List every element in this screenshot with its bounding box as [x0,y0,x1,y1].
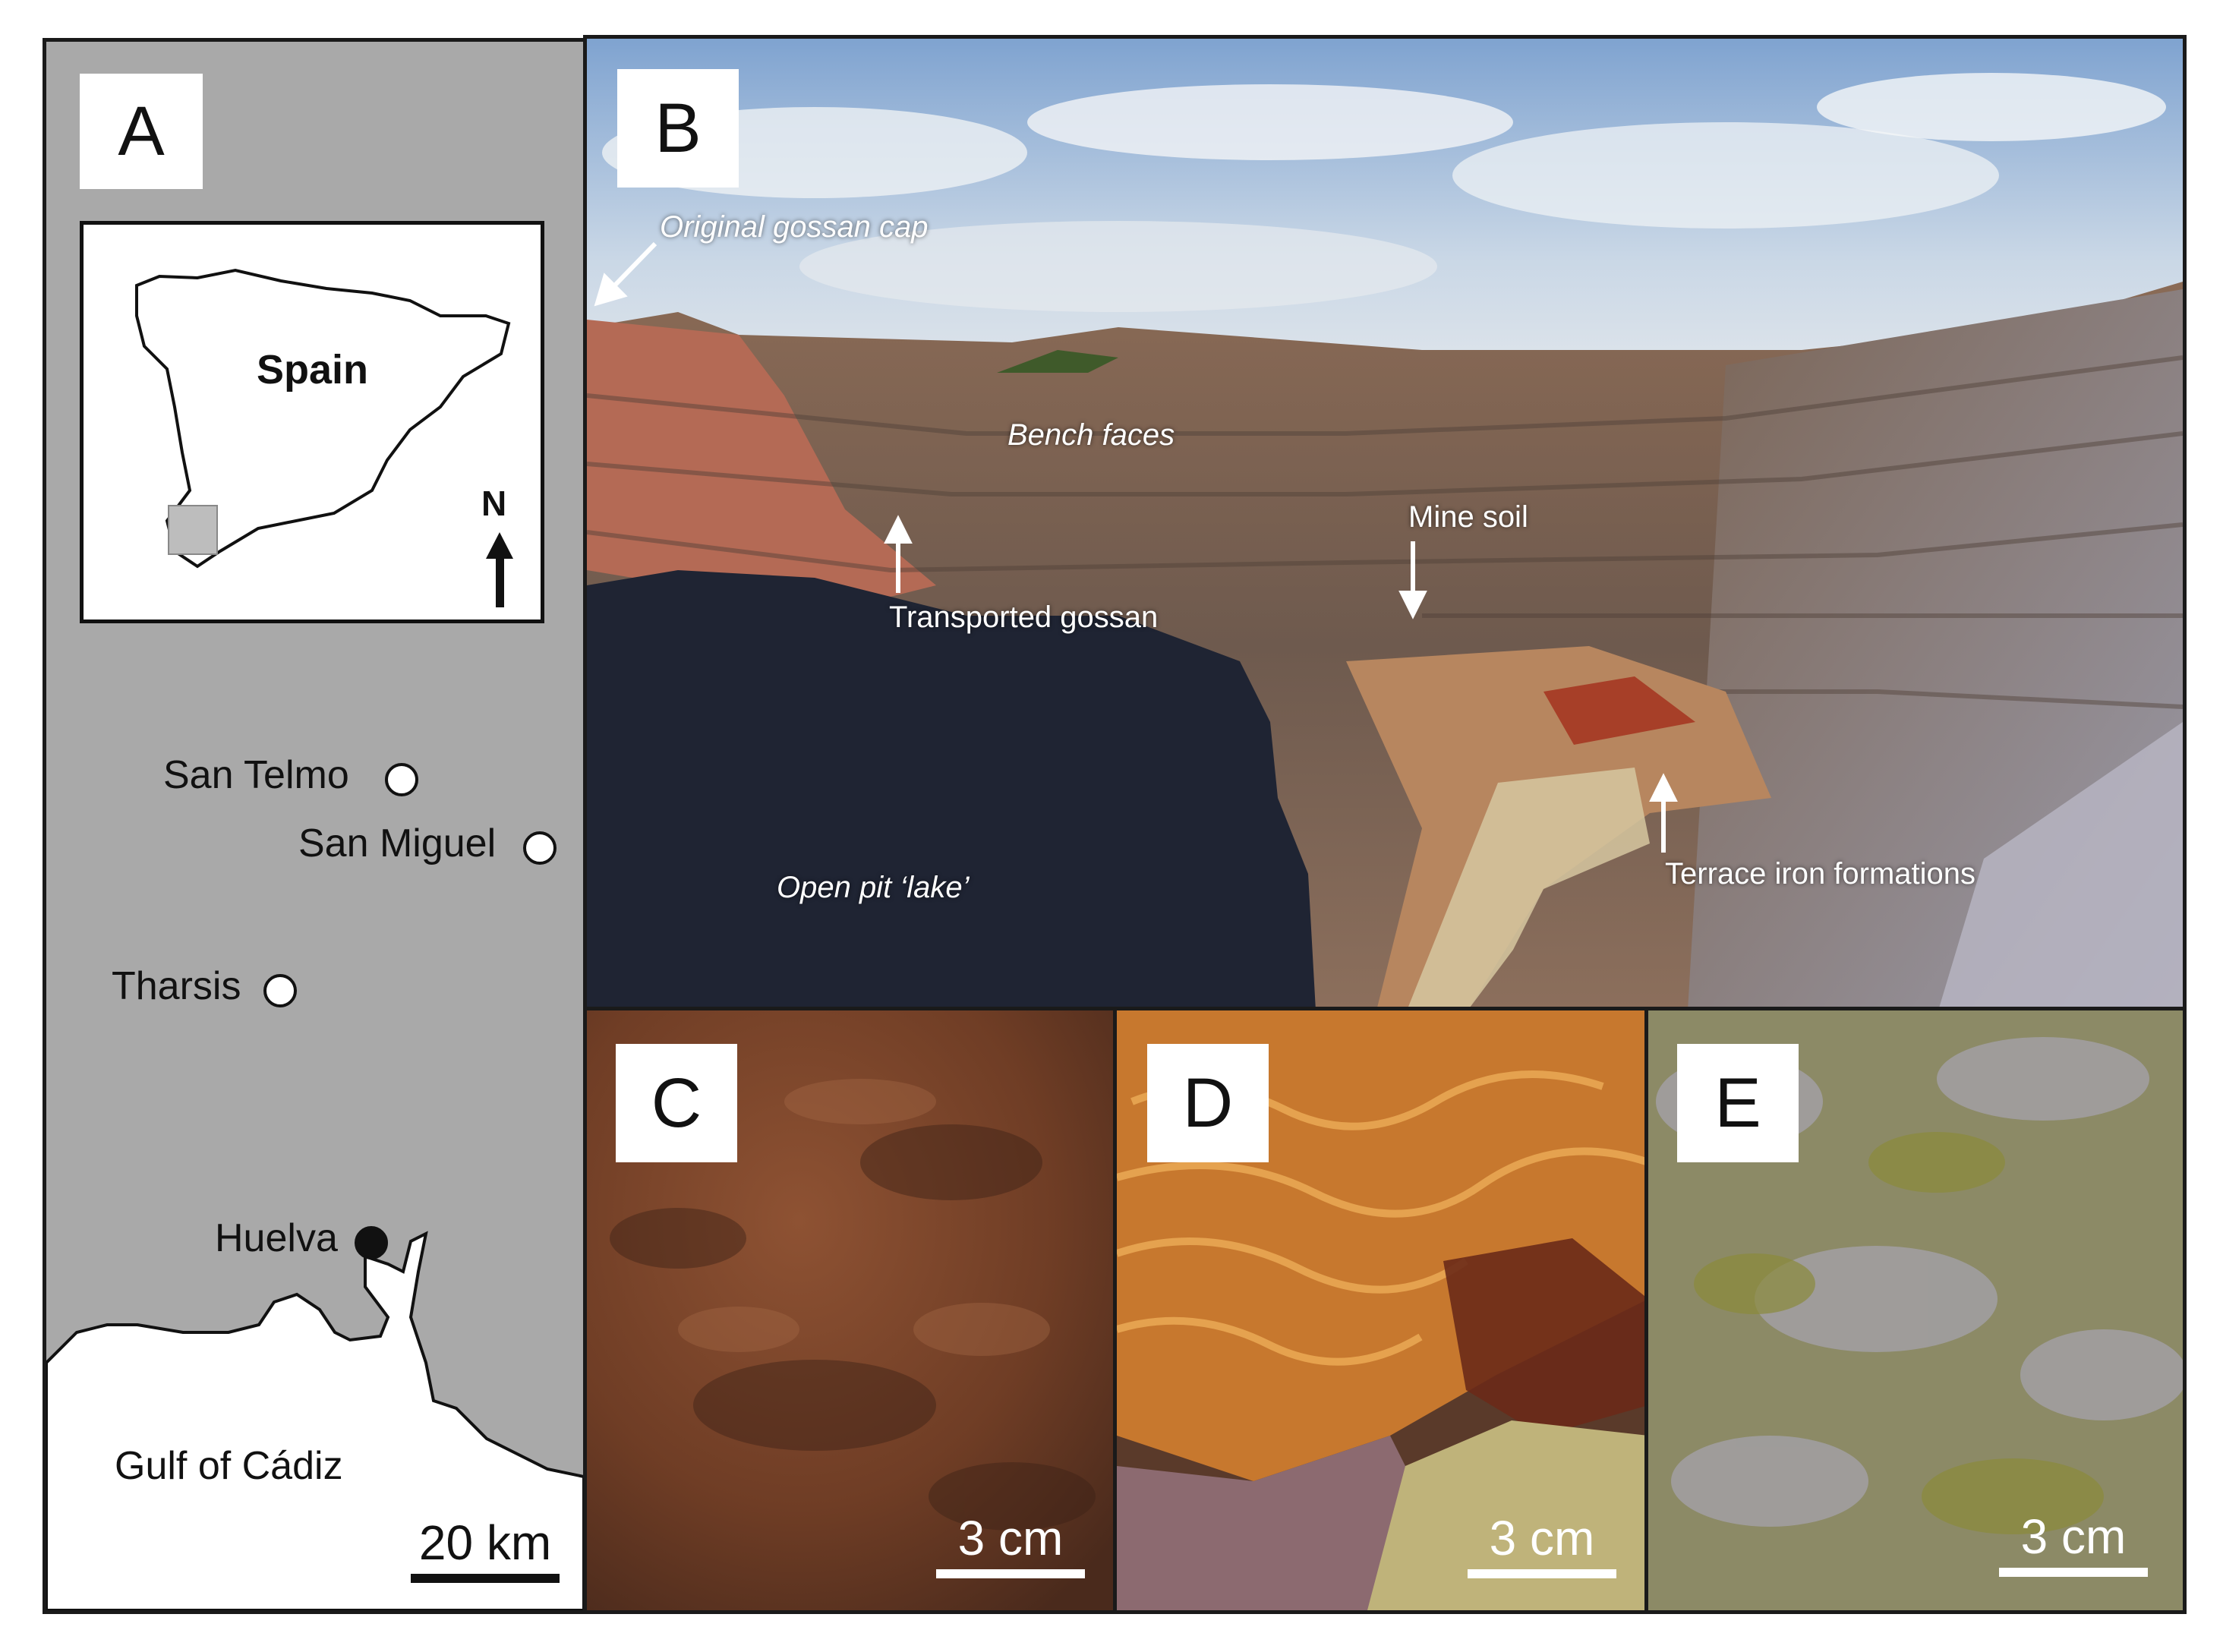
panel-e-letter: E [1677,1044,1799,1162]
panel-e-scale-label: 3 cm [2020,1509,2127,1564]
north-arrow-head [486,532,513,559]
north-arrow-shaft [496,556,504,607]
label-open-pit-lake: Open pit ‘lake’ [777,871,970,904]
label-original-gossan-cap: Original gossan cap [660,210,929,244]
spain-label: Spain [257,347,369,393]
panel-e-photo: E 3 cm [1644,1007,2187,1614]
huelva-marker [355,1226,388,1259]
panel-d-letter: D [1147,1044,1269,1162]
spain-inset: Spain N [80,221,544,623]
panel-c-photo: C 3 cm [583,1007,1121,1614]
label-terrace-iron-formations: Terrace iron formations [1665,857,1976,891]
panel-a-letter: A [80,74,203,189]
sea-area [46,1231,584,1610]
open-pit-photo [587,39,2183,1010]
panel-d-photo: D 3 cm [1113,1007,1652,1614]
place-huelva: Huelva [215,1216,338,1260]
panel-c-letter: C [616,1044,737,1162]
sea-label: Gulf of Cádiz [115,1444,343,1488]
san-telmo-marker [385,763,418,796]
place-san-telmo: San Telmo [163,753,349,797]
coastline-map [46,1231,584,1610]
panel-c-scale-label: 3 cm [957,1511,1064,1565]
panel-d-scale-label: 3 cm [1489,1511,1595,1565]
study-area-box [168,505,218,555]
label-bench-faces: Bench faces [1007,418,1175,452]
san-miguel-marker [523,831,557,865]
place-san-miguel: San Miguel [298,821,497,865]
tharsis-marker [263,974,297,1007]
panel-a-map: A Spain N San Telmo San Miguel Tharsis H… [43,38,588,1614]
panel-b-photo: B Original gossan cap Bench faces Mine s… [583,35,2187,1014]
panel-e-scale-bar: 3 cm [1999,1509,2148,1577]
panel-d-scale-bar: 3 cm [1468,1510,1616,1578]
map-scale-bar: 20 km [411,1515,560,1583]
panel-b-letter: B [617,69,739,188]
place-tharsis: Tharsis [112,964,241,1008]
label-mine-soil: Mine soil [1408,500,1528,534]
label-transported-gossan: Transported gossan [889,601,1159,634]
panel-c-scale-bar: 3 cm [936,1510,1085,1578]
north-label: N [481,484,507,523]
annotation-arrows [594,241,1678,853]
spain-outline [135,268,513,607]
map-scale-label: 20 km [418,1515,552,1570]
